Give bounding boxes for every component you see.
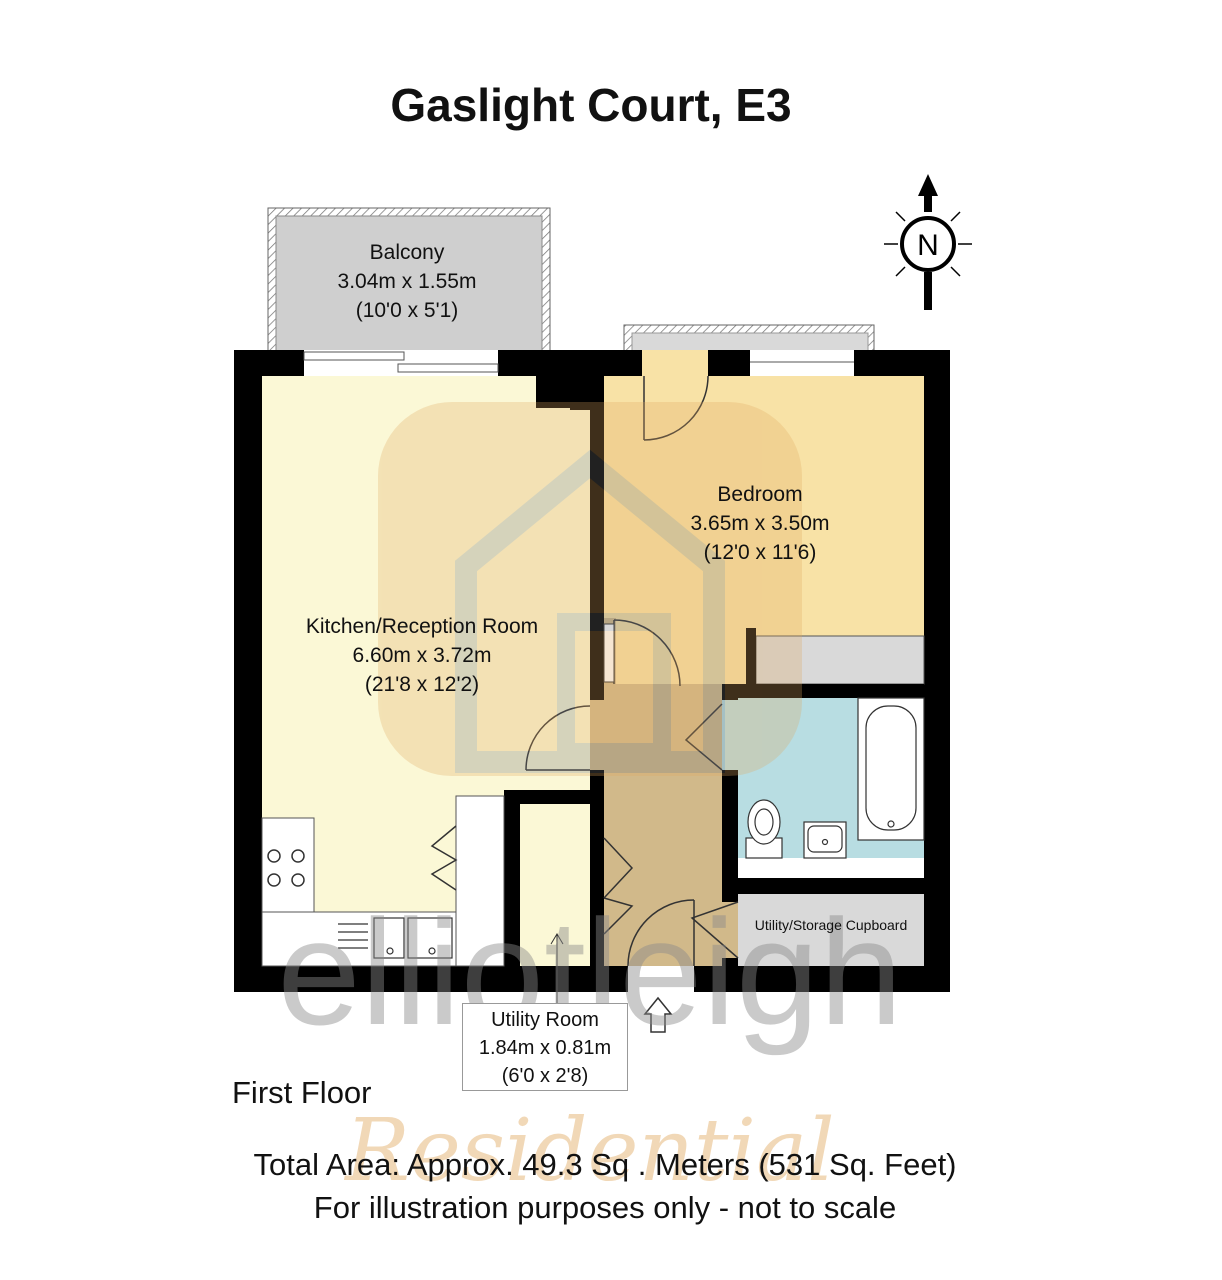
compass-label: N xyxy=(917,229,939,262)
bedroom-inner-door xyxy=(603,618,681,698)
floor-label: First Floor xyxy=(232,1075,372,1110)
hallway-floor xyxy=(604,684,722,966)
hob xyxy=(267,849,305,887)
storage-label: Utility/Storage Cupboard xyxy=(754,917,908,933)
bathroom-door xyxy=(684,700,738,771)
interior-walls xyxy=(504,376,924,966)
balcony-size-m: 3.04m x 1.55m xyxy=(337,270,477,293)
bedroom-window xyxy=(750,350,854,376)
utility-size-m: 1.84m x 0.81m xyxy=(478,1037,612,1059)
kitchen-label: Kitchen/Reception Room 6.60m x 3.72m (21… xyxy=(272,612,572,699)
watermark-logo xyxy=(378,402,802,776)
bedroom-size-ft: (12'0 x 11'6) xyxy=(703,541,817,564)
kitchen-units xyxy=(261,795,505,967)
bedroom-window-ledge xyxy=(623,324,875,353)
page-title: Gaslight Court, E3 xyxy=(390,79,792,131)
kitchen-name: Kitchen/Reception Room xyxy=(305,615,539,638)
disclaimer: For illustration purposes only - not to … xyxy=(313,1190,897,1225)
kitchen-size-m: 6.60m x 3.72m xyxy=(352,644,492,667)
compass-icon: N xyxy=(884,174,972,310)
storage-cupboard-floor xyxy=(738,894,924,966)
bedroom-door xyxy=(642,350,709,441)
utility-room-label-box: Utility Room 1.84m x 0.81m (6'0 x 2'8) xyxy=(462,1003,628,1091)
balcony-name: Balcony xyxy=(369,241,445,264)
utility-name: Utility Room xyxy=(491,1009,599,1031)
bedroom-label: Bedroom 3.65m x 3.50m (12'0 x 11'6) xyxy=(660,480,860,567)
kitchen-door xyxy=(525,700,604,771)
balcony-label: Balcony 3.04m x 1.55m (10'0 x 5'1) xyxy=(276,238,538,325)
balcony-size-ft: (10'0 x 5'1) xyxy=(355,299,459,322)
bathroom-fixtures xyxy=(745,697,925,859)
bedroom-size-m: 3.65m x 3.50m xyxy=(690,512,830,535)
sink xyxy=(338,917,453,959)
watermark-sub: Residential xyxy=(343,1101,834,1201)
utility-bifold-door xyxy=(550,837,634,1003)
storage-door xyxy=(690,901,739,959)
balcony xyxy=(267,207,551,353)
bedroom-wardrobe xyxy=(755,635,925,685)
total-area: Total Area: Approx. 49.3 Sq . Meters (53… xyxy=(253,1147,957,1182)
bedroom-name: Bedroom xyxy=(717,483,803,506)
utility-size-ft: (6'0 x 2'8) xyxy=(501,1065,589,1087)
utility-label: Utility Room 1.84m x 0.81m (6'0 x 2'8) xyxy=(463,1006,627,1090)
kitchen-size-ft: (21'8 x 12'2) xyxy=(364,673,480,696)
balcony-window xyxy=(303,350,499,376)
bedroom-floor xyxy=(604,376,924,684)
bathroom-lower-floor xyxy=(738,858,924,878)
entrance-door xyxy=(627,899,695,1033)
